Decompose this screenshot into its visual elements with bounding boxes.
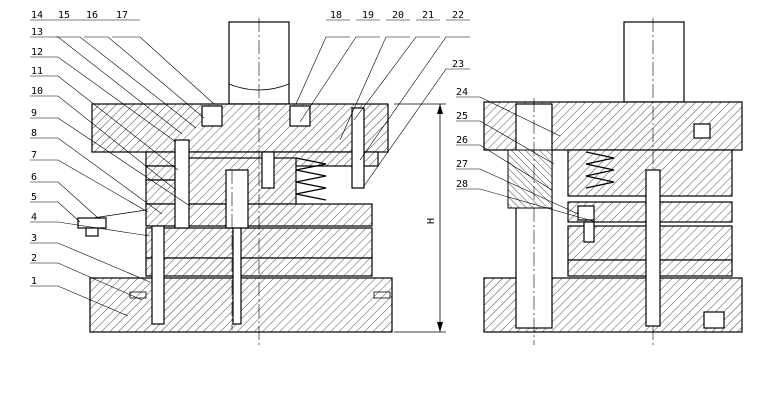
screw-right-top — [693, 123, 711, 139]
part-labels: 1 2 3 4 5 6 7 8 9 10 11 12 13 14 15 16 1… — [31, 10, 468, 287]
label-5: 5 — [31, 192, 37, 203]
label-12: 12 — [31, 47, 43, 58]
right-view — [483, 18, 743, 345]
guide-post-right — [351, 107, 365, 189]
upper-die-base — [91, 103, 389, 153]
label-9: 9 — [31, 108, 37, 119]
label-14: 14 — [31, 10, 43, 21]
label-13: 13 — [31, 27, 43, 38]
left-view: H — [77, 18, 446, 345]
label-8: 8 — [31, 128, 37, 139]
guide-bush-sleeve — [507, 149, 553, 209]
punch-center — [225, 169, 249, 229]
label-28: 28 — [456, 179, 468, 190]
dimension-h: H — [426, 218, 437, 224]
spring-upper — [295, 157, 327, 201]
label-3: 3 — [31, 233, 37, 244]
guide-post-left — [151, 225, 165, 325]
label-20: 20 — [392, 10, 404, 21]
label-22: 22 — [452, 10, 464, 21]
label-26: 26 — [456, 135, 468, 146]
label-6: 6 — [31, 172, 37, 183]
leaders — [30, 36, 597, 317]
label-15: 15 — [58, 10, 70, 21]
label-2: 2 — [31, 253, 37, 264]
screw-right-bottom — [703, 311, 725, 329]
label-16: 16 — [86, 10, 98, 21]
punch-pin — [232, 227, 242, 325]
label-7: 7 — [31, 150, 37, 161]
label-24: 24 — [456, 87, 468, 98]
label-21: 21 — [422, 10, 434, 21]
punch-left — [174, 139, 190, 229]
screw-17 — [201, 105, 223, 127]
label-23: 23 — [452, 59, 464, 70]
label-1: 1 — [31, 276, 37, 287]
ejector-pin — [645, 169, 661, 327]
screw-18 — [289, 105, 311, 127]
stop-pin — [77, 217, 107, 229]
shank-right — [623, 21, 685, 103]
label-4: 4 — [31, 212, 37, 223]
label-10: 10 — [31, 86, 43, 97]
label-19: 19 — [362, 10, 374, 21]
label-18: 18 — [330, 10, 342, 21]
label-17: 17 — [116, 10, 128, 21]
label-27: 27 — [456, 159, 468, 170]
label-11: 11 — [31, 66, 43, 77]
label-25: 25 — [456, 111, 468, 122]
screw-pin — [261, 151, 275, 189]
spring-right — [585, 151, 615, 189]
